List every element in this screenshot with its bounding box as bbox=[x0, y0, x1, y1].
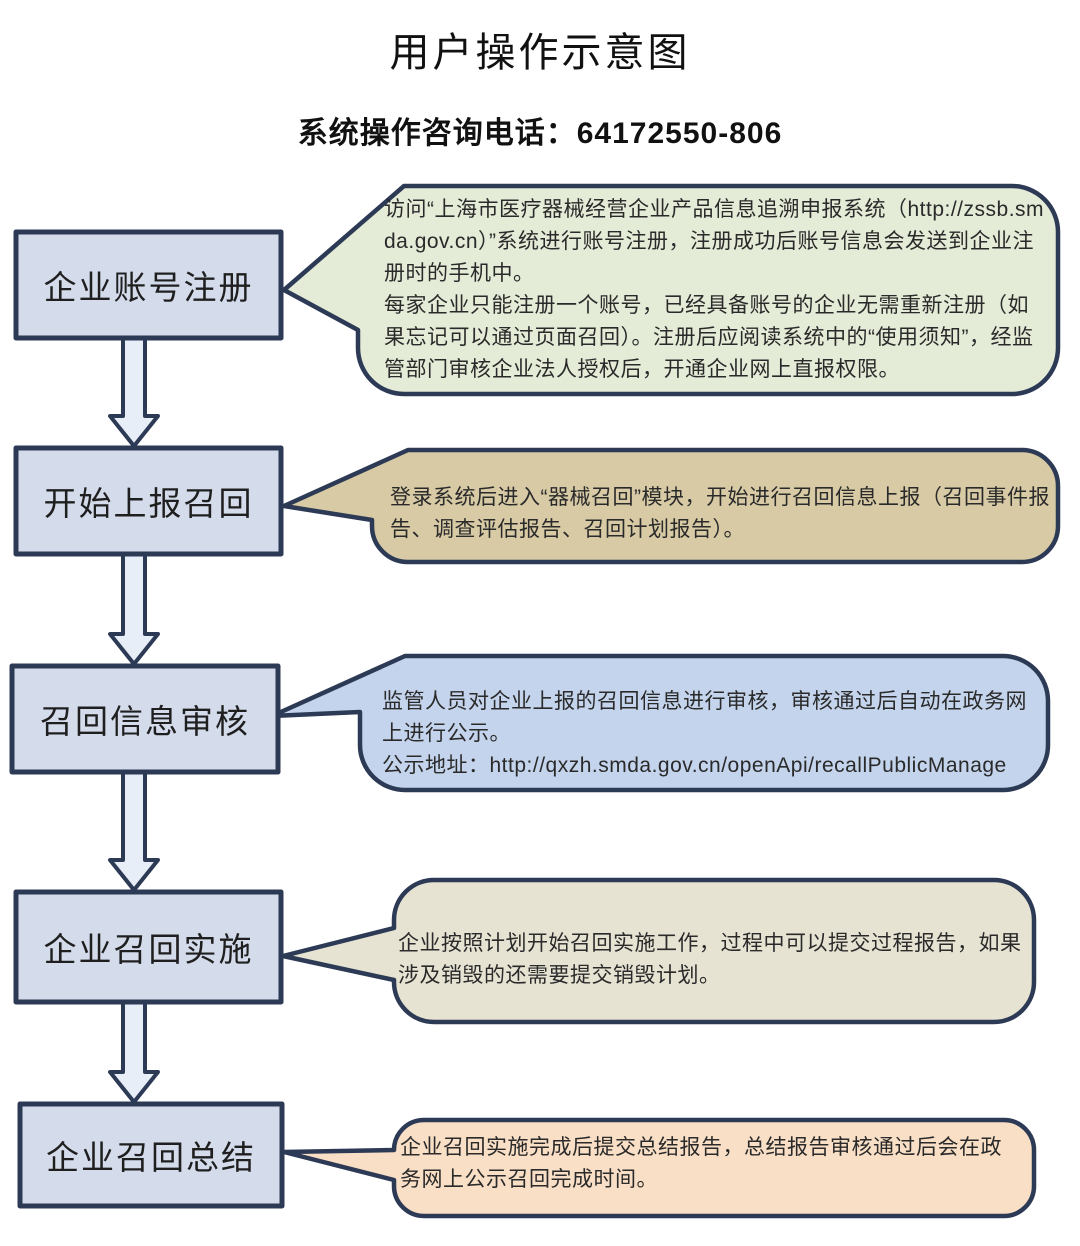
flow-arrow-3 bbox=[108, 770, 160, 892]
note-bubble-recall-review bbox=[269, 653, 1051, 793]
note-text-start-recall-report: 登录系统后进入“器械召回”模块，开始进行召回信息上报（召回事件报告、调查评估报告… bbox=[390, 482, 1050, 546]
note-paragraph: 公示地址：http://qxzh.smda.gov.cn/openApi/rec… bbox=[382, 754, 1007, 777]
step-box-recall-summary bbox=[17, 1101, 285, 1209]
note-text-recall-summary: 企业召回实施完成后提交总结报告，总结报告审核通过后会在政务网上公示召回完成时间。 bbox=[400, 1132, 1022, 1196]
step-label-recall-summary: 企业召回总结 bbox=[46, 1139, 256, 1176]
hotline-subtitle: 系统操作咨询电话：64172550-806 bbox=[297, 117, 783, 150]
step-box-recall-implementation bbox=[13, 889, 284, 1005]
note-text-recall-review: 监管人员对企业上报的召回信息进行审核，审核通过后自动在政务网上进行公示。 公示地… bbox=[382, 686, 1037, 782]
flow-arrow-4 bbox=[108, 1000, 160, 1104]
note-paragraph: 每家企业只能注册一个账号，已经具备账号的企业无需重新注册（如果忘记可以通过页面召… bbox=[384, 294, 1034, 381]
note-text-recall-implementation: 企业按照计划开始召回实施工作，过程中可以提交过程报告，如果涉及销毁的还需要提交销… bbox=[398, 928, 1023, 992]
step-box-recall-review bbox=[9, 663, 281, 775]
note-paragraph: 访问“上海市医疗器械经营企业产品信息追溯申报系统（http://zssb.smd… bbox=[384, 198, 1045, 285]
step-box-start-recall-report bbox=[13, 445, 284, 557]
note-bubble-start-recall-report bbox=[281, 447, 1061, 565]
step-label-account-registration: 企业账号注册 bbox=[43, 269, 254, 306]
step-label-start-recall-report: 开始上报召回 bbox=[43, 485, 254, 522]
step-label-recall-review: 召回信息审核 bbox=[40, 703, 250, 740]
note-paragraph: 监管人员对企业上报的召回信息进行审核，审核通过后自动在政务网上进行公示。 bbox=[382, 690, 1027, 745]
note-paragraph: 企业召回实施完成后提交总结报告，总结报告审核通过后会在政务网上公示召回完成时间。 bbox=[400, 1136, 1002, 1191]
step-label-recall-implementation: 企业召回实施 bbox=[43, 931, 254, 968]
flow-arrow-1 bbox=[108, 336, 160, 448]
note-bubble-recall-summary bbox=[281, 1117, 1037, 1219]
note-paragraph: 企业按照计划开始召回实施工作，过程中可以提交过程报告，如果涉及销毁的还需要提交销… bbox=[398, 932, 1022, 987]
note-text-account-registration: 访问“上海市医疗器械经营企业产品信息追溯申报系统（http://zssb.smd… bbox=[384, 194, 1046, 386]
step-box-account-registration bbox=[13, 229, 284, 341]
note-bubble-account-registration bbox=[281, 183, 1061, 397]
page-title: 用户操作示意图 bbox=[389, 31, 691, 75]
note-bubble-recall-implementation bbox=[280, 877, 1037, 1025]
flow-arrow-2 bbox=[108, 552, 160, 666]
note-paragraph: 登录系统后进入“器械召回”模块，开始进行召回信息上报（召回事件报告、调查评估报告… bbox=[390, 486, 1050, 541]
